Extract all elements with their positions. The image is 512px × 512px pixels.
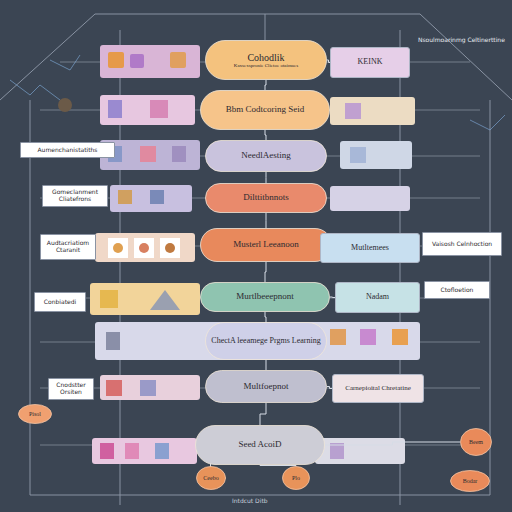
node-body: Pisol: [18, 404, 52, 424]
node-title: Cohodlik: [247, 52, 284, 63]
node-title: Musterl Leeanoon: [233, 240, 299, 250]
node-title: Bodar: [463, 478, 478, 485]
process-pill: Musterl Leeanoon: [200, 228, 332, 262]
node-body: Audtacriatiom Ctaranit: [41, 235, 95, 259]
callout-box: Aumenchanistatiths: [20, 142, 115, 158]
node-body: Conbiatedi: [35, 293, 85, 311]
callout-box: Conbiatedi: [34, 292, 86, 312]
node-body: Multfoepnot: [205, 370, 327, 403]
node-body: Dilttitbnnots: [205, 183, 327, 213]
node-body: Carnepioital Chretatine: [333, 375, 423, 402]
connector-line: [265, 262, 266, 282]
callout-box: Cnodstter Orsiten: [48, 378, 94, 400]
process-pill: Bbm Codtcoring Seid: [200, 90, 330, 130]
content-panel: Nadam: [335, 282, 420, 313]
node-body: Ceebo: [196, 466, 226, 490]
node-title: Vaisosh Celnhoction: [432, 241, 492, 248]
process-pill: Seed AcoiD: [195, 425, 325, 465]
node-body: KEINK: [331, 48, 409, 77]
node-title: Mutltemees: [351, 244, 389, 253]
node-body: Ctofloetion: [425, 282, 489, 298]
node-body: Plo: [282, 466, 310, 490]
callout-box: Vaisosh Celnhoction: [422, 232, 502, 256]
node-title: Nadam: [366, 293, 389, 302]
node-body: Seed AcoiD: [195, 425, 325, 465]
node-title: Plo: [292, 475, 300, 482]
callout-box: Gomeclanment Cliatefrons: [42, 185, 108, 207]
tag-circle: Beem: [460, 428, 492, 456]
node-body: Cnodstter Orsiten: [49, 379, 93, 399]
connector-line: [325, 442, 460, 445]
connector-line: [260, 403, 266, 425]
node-body: NeedlAesting: [205, 140, 327, 172]
node-body: Bodar: [450, 470, 490, 492]
node-body: Musterl Leeanoon: [200, 228, 332, 262]
process-pill: Dilttitbnnots: [205, 183, 327, 213]
tag-circle: Ceebo: [196, 466, 226, 490]
node-title: Multfoepnot: [244, 382, 289, 392]
connector-line: [266, 172, 267, 183]
content-panel: KEINK: [330, 47, 410, 78]
connector-line: [266, 360, 267, 370]
node-body: Bbm Codtcoring Seid: [200, 90, 330, 130]
process-pill: CohodlikKaxsexspronie Clietoe otaimaes: [205, 40, 327, 80]
node-title: Conbiatedi: [44, 299, 76, 306]
node-title: KEINK: [358, 58, 383, 67]
connector-line: [260, 465, 296, 466]
node-title: Ceebo: [203, 475, 218, 482]
node-body: Murtlbeeepnont: [200, 282, 330, 312]
callout-box: Ctofloetion: [424, 281, 490, 299]
node-title: Audtacriatiom Ctaranit: [45, 240, 91, 253]
node-title: Gomeclanment Cliatefrons: [47, 189, 103, 202]
process-pill: Murtlbeeepnont: [200, 282, 330, 312]
content-panel: Mutltemees: [320, 233, 420, 263]
tag-circle: Pisol: [18, 404, 52, 424]
node-body: Mutltemees: [321, 234, 419, 262]
node-title: Ctofloetion: [441, 287, 474, 294]
connector-line: [265, 312, 266, 322]
node-title: Dilttitbnnots: [243, 193, 289, 203]
node-body: Gomeclanment Cliatefrons: [43, 186, 107, 206]
free-label: Nsoulmoarinmg Celtinerttine: [418, 36, 505, 43]
node-title: Carnepioital Chretatine: [345, 385, 411, 393]
content-panel: Carnepioital Chretatine: [332, 374, 424, 403]
node-title: Seed AcoiD: [238, 440, 281, 450]
free-label: Intdcut Ditb: [232, 497, 268, 504]
process-pill: ChectA leeamege Prgms Learning: [205, 322, 327, 360]
node-title: Aumenchanistatiths: [38, 147, 98, 154]
node-title: NeedlAesting: [241, 151, 291, 161]
connector-line: [265, 80, 266, 90]
node-title: ChectA leeamege Prgms Learning: [211, 337, 320, 346]
node-body: Nadam: [336, 283, 419, 312]
node-title: Beem: [469, 439, 483, 446]
node-body: ChectA leeamege Prgms Learning: [205, 322, 327, 360]
callout-box: Audtacriatiom Ctaranit: [40, 234, 96, 260]
node-body: Aumenchanistatiths: [21, 143, 114, 157]
connector-line: [265, 130, 266, 140]
node-title: Pisol: [29, 411, 41, 418]
node-note: Kaxsexspronie Clietoe otaimaes: [234, 63, 298, 69]
tag-circle: Bodar: [450, 470, 490, 492]
node-title: Cnodstter Orsiten: [53, 382, 89, 395]
node-title: Murtlbeeepnont: [236, 292, 294, 302]
process-pill: Multfoepnot: [205, 370, 327, 403]
process-pill: NeedlAesting: [205, 140, 327, 172]
tag-circle: Plo: [282, 466, 310, 490]
connector-line: [266, 213, 267, 228]
node-body: Beem: [460, 428, 492, 456]
node-body: Vaisosh Celnhoction: [423, 233, 501, 255]
node-body: CohodlikKaxsexspronie Clietoe otaimaes: [205, 40, 327, 80]
node-title: Bbm Codtcoring Seid: [226, 105, 305, 115]
